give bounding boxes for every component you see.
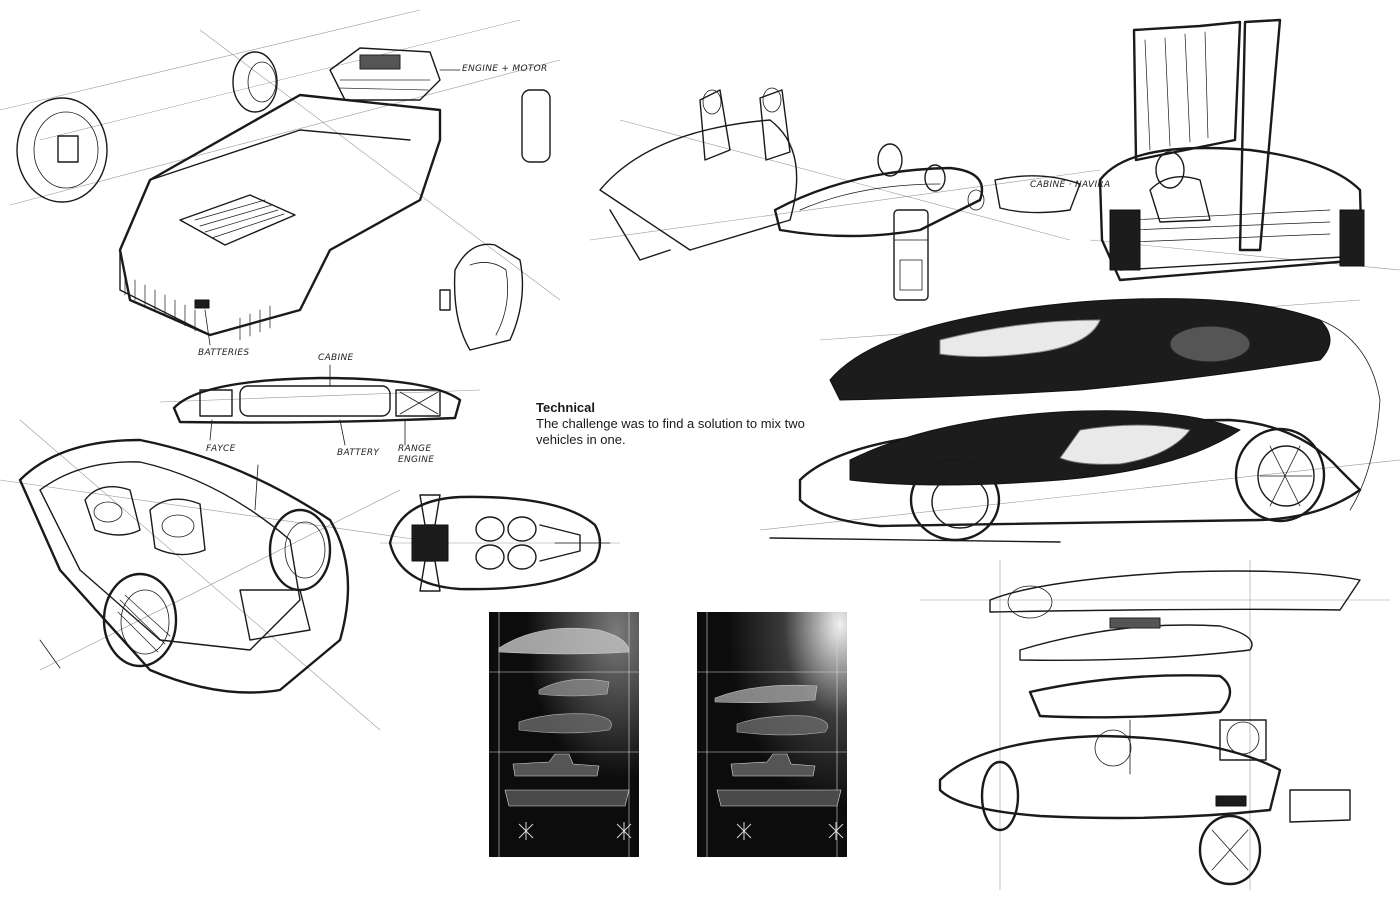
technical-text-block: Technical The challenge was to find a so… <box>536 400 826 448</box>
technical-title: Technical <box>536 400 596 415</box>
door-panel-sketch <box>893 209 929 301</box>
cockpit-seats-sketch <box>589 87 1101 261</box>
fayce-note: FAYCE <box>206 444 236 454</box>
range-engine-note: RANGE ENGINE <box>398 444 435 465</box>
render-card-layers-2 <box>697 612 847 857</box>
chassis-exploded-sketch <box>0 9 561 351</box>
render-card-layers-1 <box>489 612 639 857</box>
layered-render-1 <box>489 612 639 857</box>
side-profile-sketch <box>159 364 481 446</box>
gullwing-car-sketch <box>1089 18 1400 282</box>
layered-render-2 <box>697 612 847 857</box>
exploded-layers-sketch <box>919 559 1391 891</box>
interior-perspective-sketch <box>0 419 421 731</box>
technical-description: The challenge was to find a solution to … <box>536 416 805 447</box>
engine-motor-note: ENGINE + MOTOR <box>462 64 548 74</box>
cabine-note: CABINE <box>318 353 354 363</box>
batteries-note: BATTERIES <box>198 348 250 358</box>
cabin-tag-note: CABINE · NAVIRA <box>1030 180 1111 190</box>
shaded-car-sketch <box>759 298 1400 543</box>
top-view-layout-sketch <box>379 494 621 592</box>
battery-note: BATTERY <box>337 448 380 458</box>
